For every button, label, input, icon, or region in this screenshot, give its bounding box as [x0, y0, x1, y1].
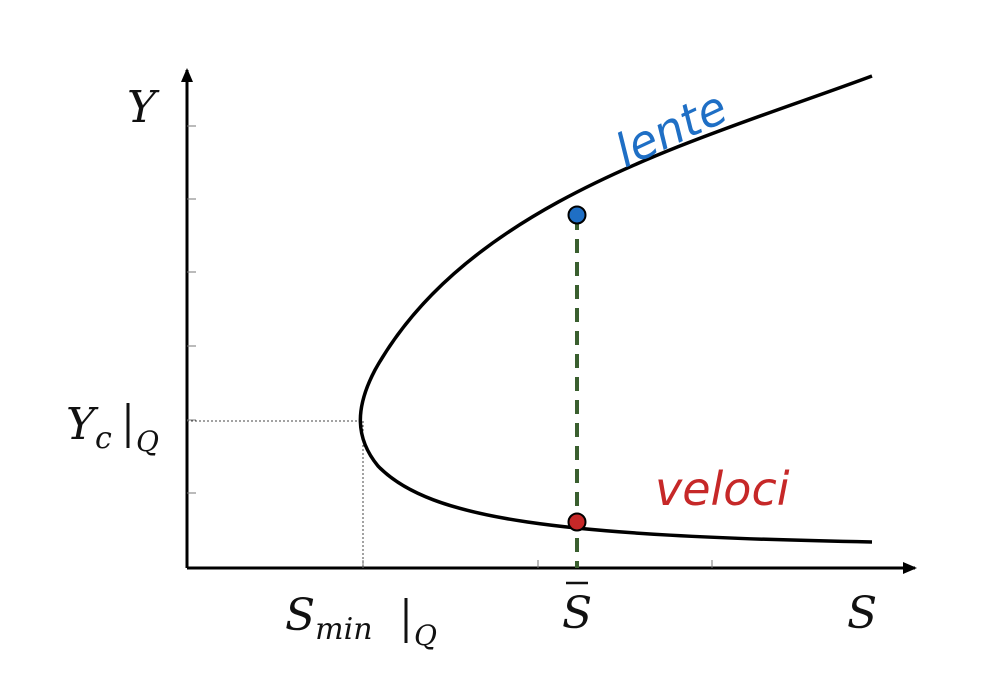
minimum-energy-label: Smin Q	[285, 590, 437, 652]
upper-branch-point	[567, 205, 587, 225]
x-axis-label: S	[847, 588, 877, 639]
y-axis-ticks	[187, 125, 196, 494]
lower-branch-point	[567, 512, 587, 532]
minimum-energy-symbol: S	[285, 590, 315, 641]
svg-text:Yc: Yc	[66, 399, 112, 456]
critical-depth-label: Yc Q	[66, 399, 159, 458]
lower-branch-label: veloci	[655, 462, 790, 516]
minimum-energy-bar-subscript: Q	[414, 619, 437, 652]
critical-depth-symbol: Y	[66, 399, 99, 450]
energy-curve	[358, 74, 873, 544]
minimum-energy-subscript: min	[315, 612, 372, 647]
s-bar-label: S	[562, 581, 592, 639]
y-axis-label: Y	[127, 82, 160, 133]
s-bar-symbol: S	[562, 588, 592, 639]
critical-depth-subscript: c	[95, 421, 112, 456]
critical-depth-bar-subscript: Q	[136, 425, 159, 458]
upper-branch-label: lente	[607, 80, 735, 178]
svg-text:Smin: Smin	[285, 590, 373, 647]
